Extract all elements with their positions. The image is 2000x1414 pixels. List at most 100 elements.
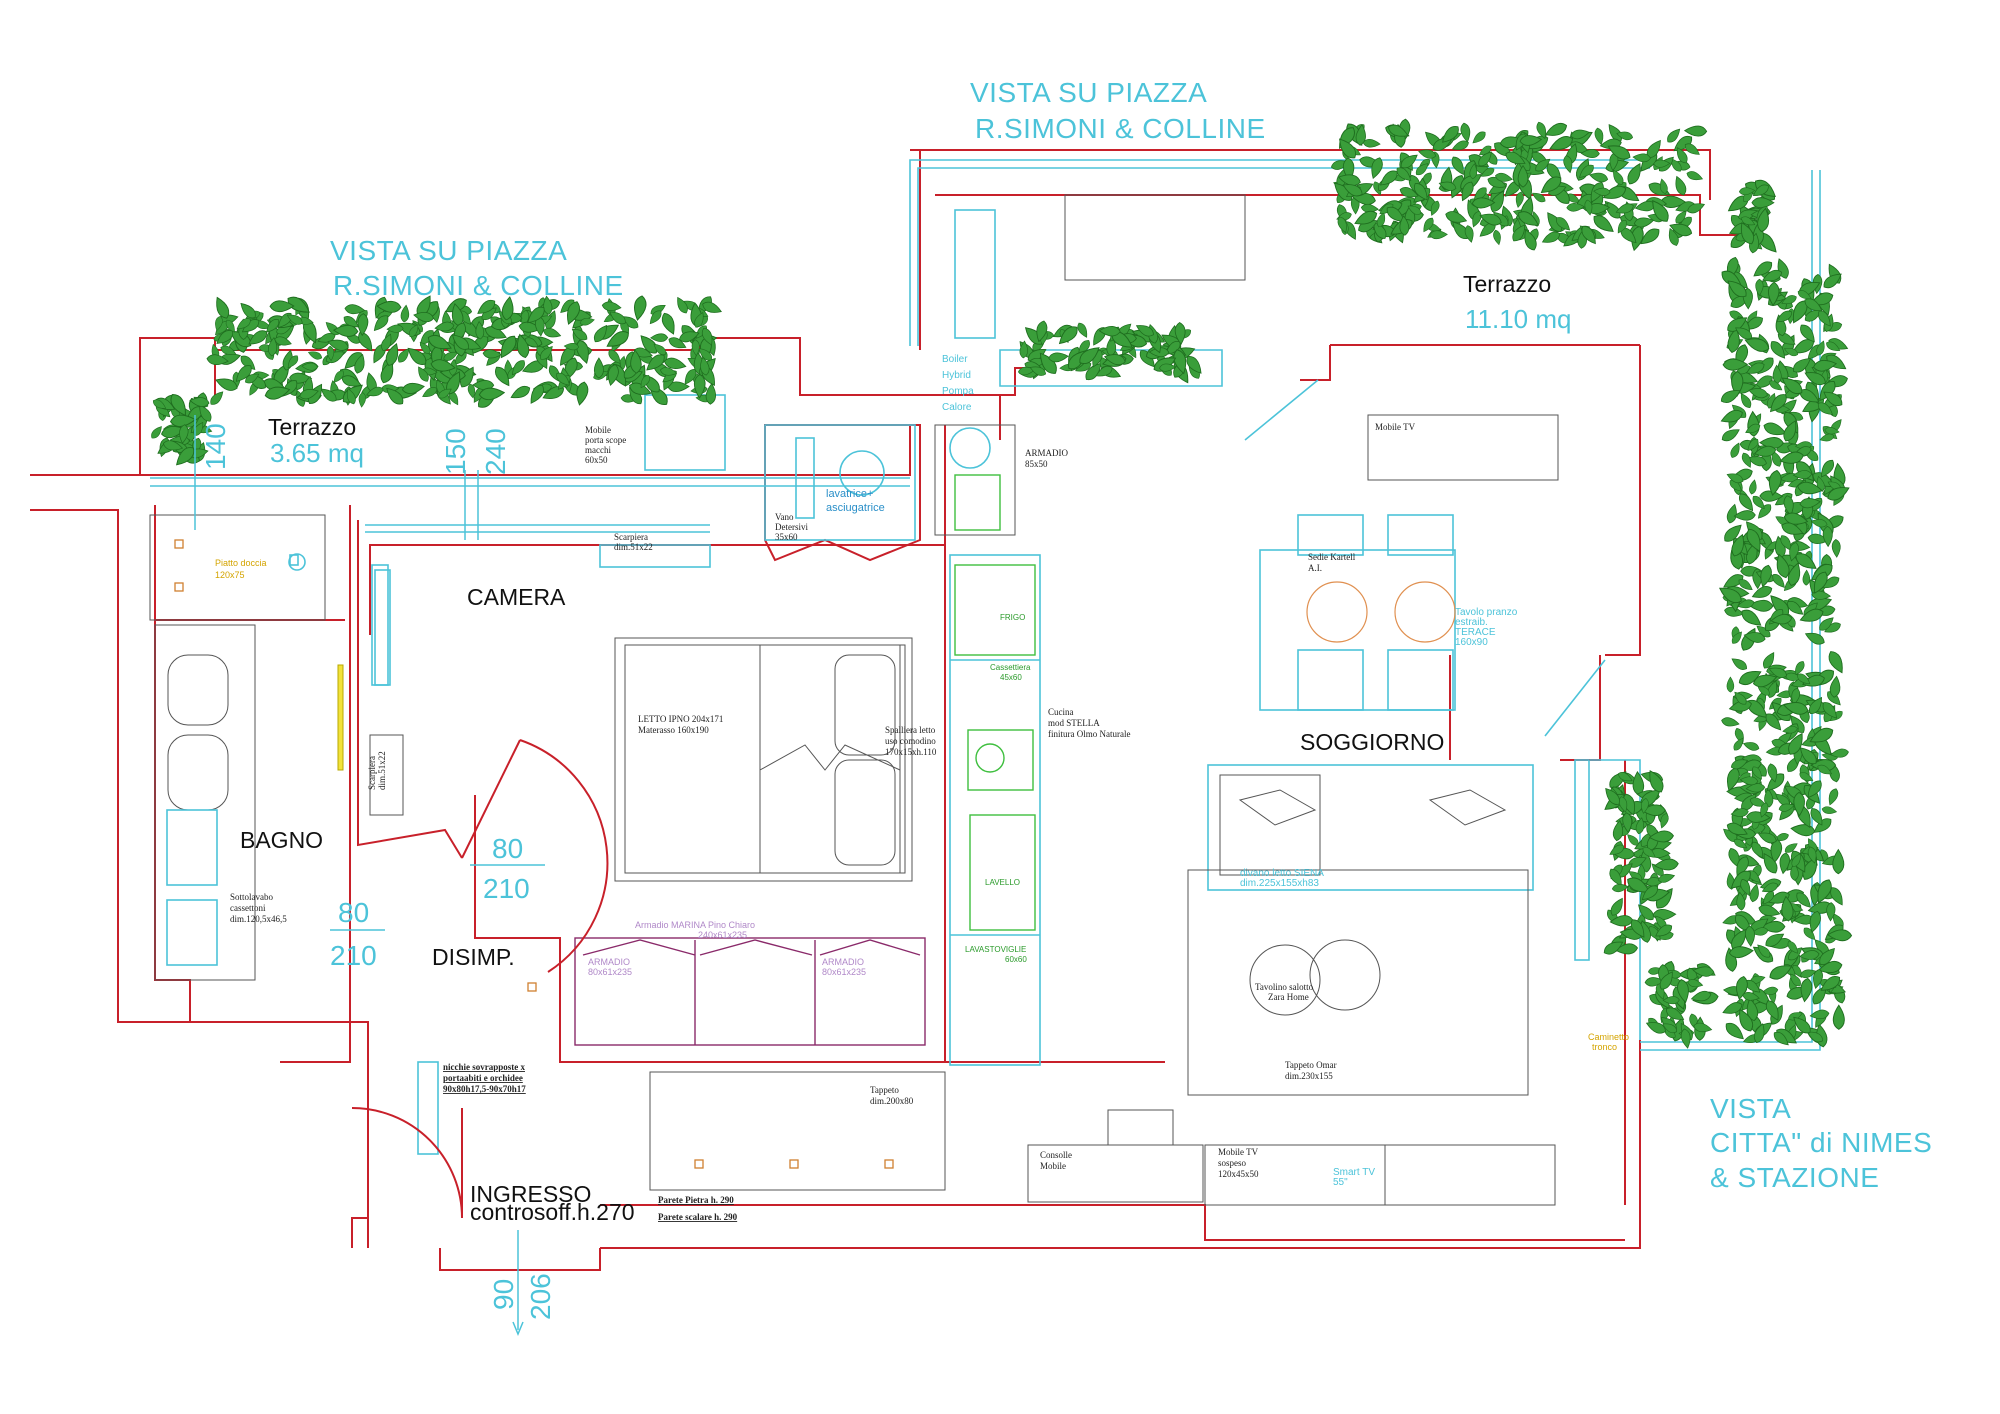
note-boiler-0: Boiler [942, 354, 968, 365]
dim-150: 150 [440, 428, 471, 475]
note-sottolavabo-0: Sottolavabo [230, 892, 273, 902]
note-spalliera-1: uso comodino [885, 736, 936, 746]
plant-leaf [631, 294, 649, 322]
note-consolle-0: Consolle [1040, 1150, 1072, 1160]
plant-leaf [1803, 629, 1827, 648]
plant-leaf [1611, 882, 1630, 893]
note-tavolo-1: estraib. [1455, 617, 1488, 628]
note-sedie-0: Sedie Kartell [1308, 552, 1356, 562]
note-armadio1-0: ARMADIO [588, 957, 630, 967]
room-camera: CAMERA [467, 584, 566, 610]
note-tavolino-1: Zara Home [1268, 992, 1309, 1002]
note-armadio-1: 85x50 [1025, 459, 1048, 469]
note-sottolavabo-2: dim.120,5x46,5 [230, 914, 287, 924]
note-boiler-1: Hybrid [942, 370, 971, 381]
plant-leaf [1742, 739, 1761, 753]
note-smart-tv-1: 55" [1333, 1177, 1348, 1188]
plant-leaf [1798, 977, 1814, 1003]
note-armadio1-1: 80x61x235 [588, 967, 632, 977]
plant-leaf [1802, 569, 1811, 586]
note-scarpiera-side-0: Scarpiera [367, 756, 377, 790]
plant-leaf [1491, 229, 1503, 246]
plant-leaf [1540, 229, 1563, 247]
note-tappeto-ingresso-0: Tappeto [870, 1085, 899, 1095]
note-scarpiera-top-1: dim.51x22 [614, 542, 653, 552]
note-letto-1: Materasso 160x190 [638, 725, 709, 735]
dim-door-camera-height: 210 [483, 873, 530, 904]
doors [351, 739, 609, 1219]
note-lavello: LAVELLO [985, 878, 1020, 887]
note-nicchie-0: nicchie sovrapposte x [443, 1062, 525, 1072]
plant-leaf [207, 388, 226, 408]
plant-leaf [1748, 478, 1759, 496]
plant-leaf [1719, 425, 1742, 444]
note-frigo: FRIGO [1000, 613, 1025, 622]
dim-door-bagno-height: 210 [330, 940, 377, 971]
plant-leaf [1825, 786, 1841, 807]
note-armadio2-1: 80x61x235 [822, 967, 866, 977]
plant-leaf [1075, 320, 1091, 340]
note-piatto-doccia-0: Piatto doccia [215, 558, 267, 568]
dimension-lines [194, 415, 545, 1336]
dim-door-camera-width: 80 [492, 833, 523, 864]
note-vano-0: Vano [775, 512, 794, 522]
note-armadio-0: ARMADIO [1025, 448, 1069, 458]
note-mobile-tv-top: Mobile TV [1375, 422, 1416, 432]
plant-leaf [1624, 831, 1641, 848]
dim-140: 140 [200, 423, 231, 470]
view-top-right-line1: VISTA SU PIAZZA [970, 77, 1207, 108]
fixtures [149, 194, 1606, 1206]
note-lavatrice-0: lavatrice+ [826, 488, 873, 500]
note-cassettiera-1: 45x60 [1000, 673, 1022, 682]
plant-leaf [541, 326, 563, 341]
plant-leaf [357, 392, 367, 408]
note-tavolino-0: Tavolino salotto [1255, 982, 1314, 992]
note-mobile-scope-3: 60x50 [585, 455, 608, 465]
note-spalliera-0: Spalliera letto [885, 725, 936, 735]
note-mobile-tv-2: 120x45x50 [1218, 1169, 1259, 1179]
room-soggiorno: SOGGIORNO [1300, 729, 1444, 755]
room-ingresso: INGRESSO [470, 1181, 591, 1207]
note-cassettiera-0: Cassettiera [990, 663, 1031, 672]
plant-leaf [1821, 805, 1838, 816]
dim-240: 240 [480, 428, 511, 475]
plant-leaf [705, 382, 717, 405]
note-divano-0: divano letto SIENA [1240, 868, 1324, 879]
plant-leaf [1831, 538, 1842, 558]
note-spalliera-2: 170x15xh.110 [885, 747, 937, 757]
plant-leaf [1684, 125, 1708, 137]
room-bagno: BAGNO [240, 827, 323, 853]
note-mobile-tv-1: sospeso [1218, 1158, 1247, 1168]
plant-leaf [1748, 882, 1762, 904]
dim-entry-width: 90 [488, 1279, 519, 1310]
view-right-line3: & STAZIONE [1710, 1162, 1879, 1193]
plant-leaf [1685, 169, 1705, 183]
plant-leaf [1832, 1004, 1845, 1030]
plant-leaf [399, 304, 411, 323]
note-sedie-1: A.I. [1308, 563, 1322, 573]
note-armadio2-0: ARMADIO [822, 957, 864, 967]
note-lavatrice-1: asciugatrice [826, 502, 885, 514]
note-armadio-marina-1: 240x61x235 [698, 930, 747, 940]
note-tavolo-0: Tavolo pranzo [1455, 607, 1518, 618]
note-mobile-scope-0: Mobile [585, 425, 611, 435]
note-lavastoviglie-1: 60x60 [1005, 955, 1027, 964]
plant-leaf [601, 300, 622, 313]
note-tappeto-ingresso-1: dim.200x80 [870, 1096, 914, 1106]
furniture-notes: Boiler Hybrid Pompa Calore ARMADIO 85x50… [215, 354, 1629, 1222]
dim-entry-height: 206 [525, 1273, 556, 1320]
note-termo-1: tronco [1592, 1042, 1617, 1052]
note-lavastoviglie-0: LAVASTOVIGLIE [965, 945, 1026, 954]
room-terrazzo-small-area: 3.65 mq [270, 438, 364, 468]
note-scarpiera-side-1: dim.51x22 [377, 751, 387, 790]
plant-leaf [1593, 126, 1606, 146]
room-terrazzo-small: Terrazzo [268, 414, 356, 440]
plant-leaf [1832, 849, 1845, 875]
note-tavolo-2: TERACE [1455, 627, 1496, 638]
note-cucina-1: mod STELLA [1048, 718, 1100, 728]
note-termo-0: Caminetto [1588, 1032, 1629, 1042]
plant-leaf [1470, 129, 1488, 147]
note-scarpiera-top-0: Scarpiera [614, 532, 648, 542]
plant-leaf [1726, 676, 1735, 693]
